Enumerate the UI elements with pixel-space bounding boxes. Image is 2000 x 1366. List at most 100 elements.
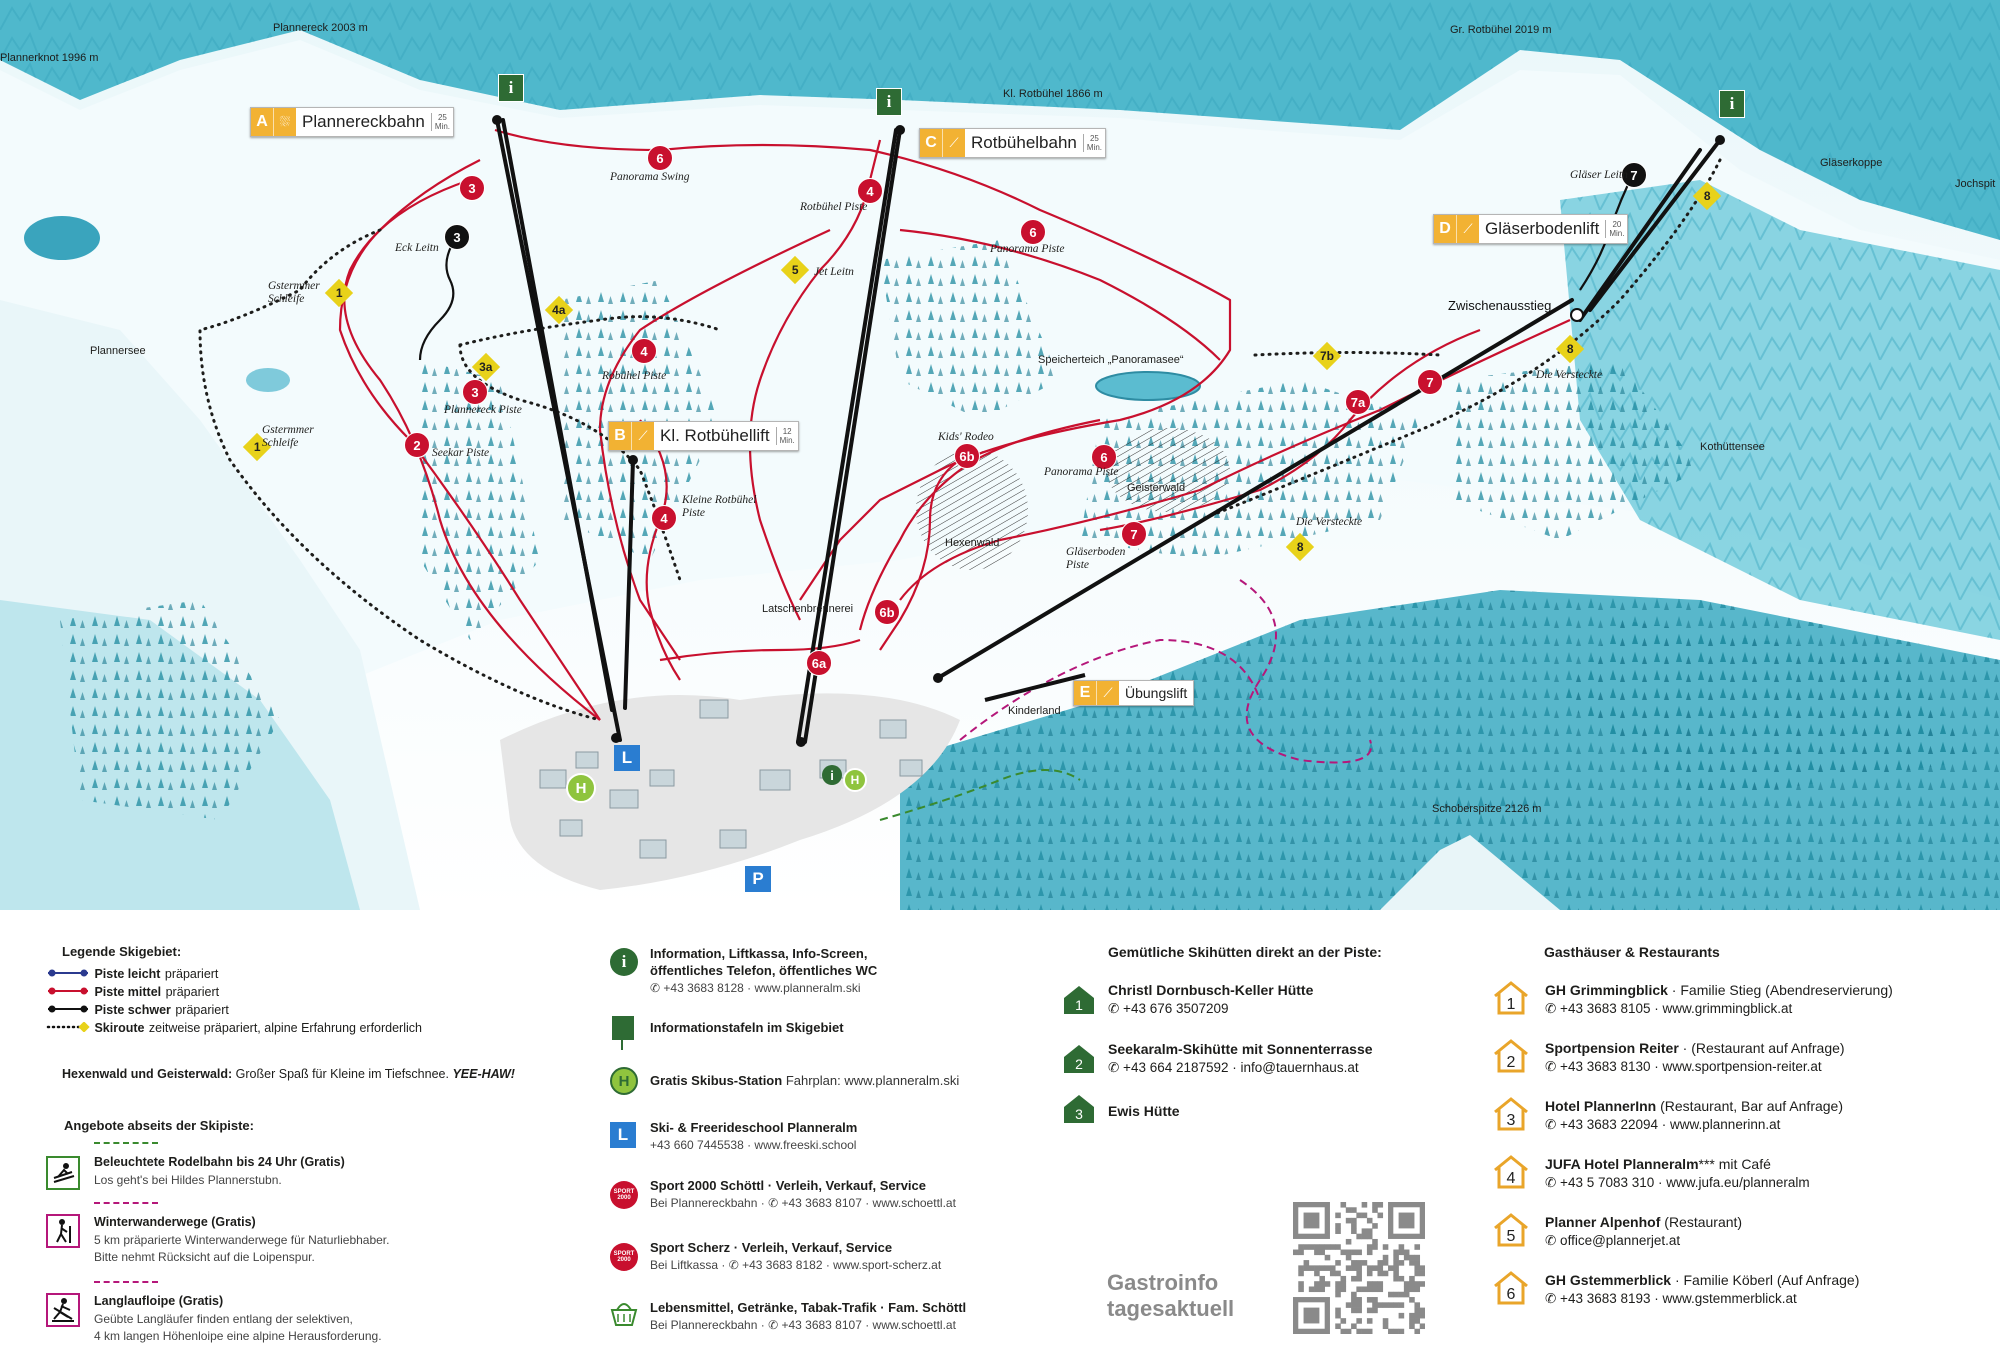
- piste-marker-p6b[interactable]: 6: [1020, 219, 1046, 245]
- legend-line-blue: [48, 969, 88, 977]
- info-marker-village[interactable]: i: [822, 765, 842, 785]
- place-label-speicherteich: Speicherteich „Panoramasee“: [1038, 354, 1184, 366]
- lift-name: Übungslift: [1125, 685, 1188, 701]
- piste-marker-p2[interactable]: 2: [404, 432, 430, 458]
- service-school-title: Ski- & Freerideschool Planneralm: [650, 1120, 858, 1135]
- qr-code[interactable]: [1293, 1202, 1426, 1335]
- piste-3: [338, 159, 601, 721]
- piste-marker-p6a[interactable]: 6a: [806, 650, 832, 676]
- place-label-kothuettensee: Kothüttensee: [1700, 441, 1765, 453]
- piste-marker-p3b[interactable]: 3: [462, 379, 488, 405]
- service-info-title: Information, Liftkassa, Info-Screen,: [650, 946, 868, 961]
- skiroute-8: [1198, 158, 1722, 522]
- piste-6-panorama-low: [858, 418, 1101, 631]
- info-sign-plannereck[interactable]: i: [498, 74, 524, 102]
- piste-name-p6: Panorama Swing: [610, 171, 690, 183]
- svg-text:2: 2: [1075, 1056, 1083, 1072]
- crosscountry-icon: [46, 1293, 80, 1327]
- piste-marker-p6[interactable]: 6: [647, 145, 673, 171]
- svg-text:5: 5: [1507, 1228, 1516, 1245]
- piste-marker-p4[interactable]: 4: [857, 178, 883, 204]
- restaurant-title-2: Sportpension Reiter · (Restaurant auf An…: [1545, 1040, 1845, 1056]
- piste-name-p4: Rotbühel Piste: [800, 201, 868, 213]
- hut-icon: 2: [1064, 1045, 1094, 1073]
- rodel-dash: [94, 1142, 158, 1144]
- piste-network: [198, 115, 1725, 821]
- piste-name-p7: Gläserboden Piste: [1066, 546, 1126, 571]
- draglift-icon: ⟋: [1456, 215, 1479, 243]
- piste-marker-p4c[interactable]: 4: [651, 505, 677, 531]
- piste-6a: [659, 638, 861, 662]
- peak-label-glaeserkoppe: Gläserkoppe: [1820, 157, 1883, 169]
- gastroinfo-line2: tagesaktuell: [1107, 1296, 1235, 1321]
- piste-marker-p7[interactable]: 7: [1121, 521, 1147, 547]
- hut-sub-2: ✆ +43 664 2187592 · info@tauernhaus.at: [1108, 1060, 1359, 1075]
- lift-name: Rotbühelbahn: [971, 133, 1077, 152]
- piste-marker-p6c[interactable]: 6: [1091, 444, 1117, 470]
- offpiste-text-loipe-1: Geübte Langläufer finden entlang der sel…: [94, 1312, 353, 1326]
- piste-marker-p7a[interactable]: 7a: [1345, 389, 1371, 415]
- offpiste-text-wander-2: Bitte nehmt Rücksicht auf die Loipenspur…: [94, 1250, 315, 1264]
- lift-d-line-2: [936, 298, 1574, 680]
- service-sport2-sub: Bei Liftkassa · ✆ +43 3683 8182 · www.sp…: [650, 1258, 942, 1272]
- bus-stop-marker[interactable]: H: [566, 773, 596, 803]
- piste-number: 5: [791, 263, 799, 277]
- piste-marker-p7b[interactable]: 7: [1417, 369, 1443, 395]
- piste-name-p7black: Gläser Leitn: [1570, 169, 1628, 181]
- place-label-kids-rodeo: Kids' Rodeo: [938, 431, 994, 443]
- restaurant-sub-2: ✆ +43 3683 8130 · www.sportpension-reite…: [1545, 1059, 1822, 1074]
- piste-marker-p6b1[interactable]: 6b: [954, 443, 980, 469]
- lift-name: Gläserbodenlift: [1485, 219, 1600, 238]
- piste-name-p2: Seekar Piste: [432, 447, 490, 459]
- piste-marker-p3[interactable]: 3: [459, 175, 485, 201]
- restaurant-sub-6: ✆ +43 3683 8193 · www.gstemmerblick.at: [1545, 1291, 1797, 1306]
- piste-name-p8c: Die Versteckte: [1296, 516, 1363, 528]
- service-food-title: Lebensmittel, Getränke, Tabak-Trafik · F…: [650, 1300, 967, 1315]
- hut-name-3: Ewis Hütte: [1108, 1103, 1180, 1119]
- offpiste-text-wander-1: 5 km präparierte Winterwanderwege für Na…: [94, 1233, 390, 1247]
- ski-school-icon: L: [610, 1122, 636, 1148]
- legend-line-dotted: [46, 1021, 90, 1033]
- piste-name-p1b: Gstermmer Schleife: [262, 424, 314, 449]
- house-icon: 4: [1494, 1155, 1528, 1189]
- svg-text:4: 4: [1507, 1170, 1516, 1187]
- piste-6-panorama: [899, 228, 1221, 361]
- service-sport1-sub: Bei Plannereckbahn · ✆ +43 3683 8107 · w…: [650, 1196, 956, 1210]
- service-school-sub: +43 660 7445538 · www.freeski.school: [650, 1138, 857, 1152]
- house-icon: 2: [1494, 1039, 1528, 1073]
- piste-number: 8: [1566, 342, 1574, 356]
- piste-name-p4b: Robühel Piste: [602, 370, 667, 382]
- bus-stop-marker-2[interactable]: H: [843, 768, 867, 792]
- ski-school-marker[interactable]: L: [614, 745, 640, 771]
- place-label-latschenbrennerei: Latschenbrennerei: [762, 603, 854, 615]
- skiroute-1: [198, 228, 602, 722]
- service-info-title2: öffentliches Telefon, öffentliches WC: [650, 963, 878, 978]
- info-sign-glaeserboden[interactable]: i: [1719, 90, 1745, 118]
- parking-marker[interactable]: P: [745, 866, 771, 892]
- piste-number: 7b: [1319, 348, 1335, 363]
- piste-marker-p3black[interactable]: 3: [444, 224, 470, 250]
- restaurant-sub-4: ✆ +43 5 7083 310 · www.jufa.eu/planneral…: [1545, 1175, 1810, 1190]
- piste-2-seekar: [343, 178, 601, 721]
- bus-stop-icon: H: [610, 1067, 638, 1095]
- piste-marker-p4b[interactable]: 4: [631, 338, 657, 364]
- piste-number: 4a: [552, 302, 566, 317]
- piste-marker-p6b2[interactable]: 6b: [874, 599, 900, 625]
- place-label-zwischenausstieg: Zwischenausstieg: [1448, 298, 1552, 313]
- wander-dash: [94, 1202, 158, 1204]
- legend-title: Legende Skigebiet:: [62, 944, 182, 959]
- piste-marker-p7black[interactable]: 7: [1621, 162, 1647, 188]
- peak-label-jochspitze: Jochspit: [1955, 178, 1996, 190]
- piste-3-eck-leitn: [418, 234, 459, 361]
- lift-code: B: [609, 422, 631, 450]
- ski-map: Plannerknot 1996 m Plannereck 2003 m Kl.…: [0, 0, 2000, 910]
- info-sign-rotbuehel[interactable]: i: [876, 88, 902, 116]
- svg-text:3: 3: [1075, 1106, 1083, 1122]
- lift-sign-e[interactable]: E ⟋ Übungslift: [1073, 680, 1195, 706]
